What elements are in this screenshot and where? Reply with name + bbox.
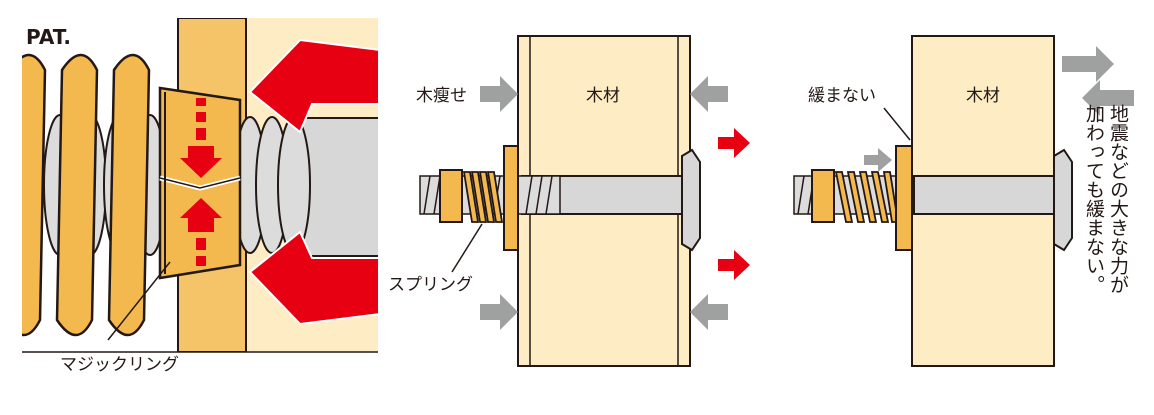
washer-1 xyxy=(503,145,519,251)
closeup-spring xyxy=(22,53,151,337)
not-loose-label: 緩まない xyxy=(808,86,876,106)
spring-push-arrow xyxy=(864,148,892,172)
closeup-red-push-arrows xyxy=(248,38,378,326)
pat-label: PAT. xyxy=(26,25,71,49)
magic-ring xyxy=(158,86,242,280)
shrink-panel xyxy=(419,35,750,367)
nut-2 xyxy=(811,169,835,223)
vertical-caption-1: 地震などの大きな力が xyxy=(1107,104,1129,294)
bolt-shank-2 xyxy=(913,175,1059,215)
magic-ring-leader xyxy=(107,261,171,341)
nut-1 xyxy=(439,169,463,223)
spring-2 xyxy=(834,171,900,223)
force-gray-arrows xyxy=(1062,46,1134,116)
closeup-panel xyxy=(22,18,378,352)
washer-2 xyxy=(895,145,913,251)
spring-label: スプリング xyxy=(388,275,473,295)
spring-leader xyxy=(451,223,483,273)
ring-compress-arrows xyxy=(180,98,222,266)
secure-panel xyxy=(793,35,1134,367)
wood-label-2: 木材 xyxy=(966,86,1000,106)
wood-shrink-label: 木瘦せ xyxy=(416,86,467,106)
wood-label-1: 木材 xyxy=(586,86,620,106)
bolt-head-2 xyxy=(1053,148,1073,252)
magic-ring-label: マジックリング xyxy=(60,355,179,375)
shrink-red-arrows xyxy=(718,128,750,280)
not-loose-leader xyxy=(883,107,911,141)
shrink-gray-arrows xyxy=(480,76,728,330)
spring-1 xyxy=(462,171,504,223)
bolt-head-1 xyxy=(681,148,701,252)
vertical-caption-2: 加わっても緩まない。 xyxy=(1083,104,1105,294)
